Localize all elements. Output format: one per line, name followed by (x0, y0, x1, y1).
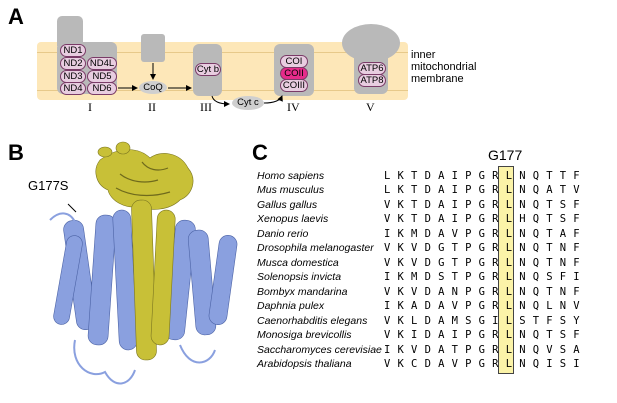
sequence-row: VKTDAIPGRLHQTSF (384, 213, 587, 225)
label-complex-i: I (88, 100, 92, 114)
species-name: Danio rerio (257, 228, 309, 240)
membrane-label: inner mitochondrial membrane (411, 49, 477, 85)
sequence-row: IKVDATPGRLNQVSA (384, 344, 587, 356)
species-name: Saccharomyces cerevisiae (257, 344, 382, 356)
sequence-row: VKTDAIPGRLNQTSF (384, 199, 587, 211)
yellow-domain (95, 141, 194, 210)
panel-c-label: C (252, 140, 268, 165)
sequence-row: VKIDAIPGRLNQTSF (384, 329, 587, 341)
species-name: Drosophila melanogaster (257, 242, 374, 254)
sequence-row: VKVDGTPGRLNQTNF (384, 257, 587, 269)
cytc-ellipse: Cyt c (232, 96, 264, 110)
species-name: Daphnia pulex (257, 300, 325, 312)
panel-a-respiratory-chain: ND1 ND2 ND4L ND3 ND5 ND4 ND6 CoQ Cyt b C… (0, 0, 617, 130)
subunit-cytb: Cyt b (195, 63, 221, 76)
panel-b-structure: G177S (28, 140, 250, 398)
electron-flow-arrows (118, 63, 283, 107)
g177-title: G177 (488, 147, 523, 163)
label-complex-iv: IV (287, 100, 300, 114)
label-complex-v: V (366, 100, 375, 114)
label-complex-iii: III (200, 100, 212, 114)
loops (49, 212, 216, 385)
subunit-nd1: ND1 (60, 44, 86, 57)
sequence-row: IKMDSTPGRLNQSFI (384, 271, 587, 283)
species-name: Bombyx mandarina (257, 286, 348, 298)
complex-ii (141, 34, 165, 62)
yellow-helices (131, 199, 176, 361)
coq-ellipse: CoQ (139, 81, 167, 94)
subunit-nd4l: ND4L (87, 57, 117, 70)
subunit-nd2: ND2 (60, 57, 86, 70)
species-name: Xenopus laevis (257, 213, 329, 225)
sequence-row: IKMDAVPGRLNQTAF (384, 228, 587, 240)
species-name: Gallus gallus (257, 199, 318, 211)
membrane-line-top (37, 52, 408, 53)
species-name: Homo sapiens (257, 170, 325, 182)
sequence-row: VKLDAMSGILSTFSY (384, 315, 587, 327)
subunit-atp8: ATP8 (358, 74, 386, 87)
species-name: Caenorhabditis elegans (257, 315, 368, 327)
g177s-pointer (67, 203, 77, 213)
species-name: Solenopsis invicta (257, 271, 342, 283)
sequence-row: LKTDAIPGRLNQTTF (384, 170, 587, 182)
sequence-row: IKADAVPGRLNQLNV (384, 300, 587, 312)
sequence-row: LKTDAIPGRLNQATV (384, 184, 587, 196)
blue-helices (53, 209, 238, 351)
complex-i-arm (57, 16, 83, 46)
panel-b-label: B (8, 140, 24, 165)
species-name: Arabidopsis thaliana (257, 358, 352, 370)
sequence-row: VKVDGTPGRLNQTNF (384, 242, 587, 254)
species-name: Musca domestica (257, 257, 339, 269)
panel-a-label: A (8, 4, 24, 29)
subunit-coiii: COIII (280, 79, 308, 92)
sequence-row: VKVDANPGRLNQTNF (384, 286, 587, 298)
species-name: Mus musculus (257, 184, 325, 196)
species-name: Monosiga brevicollis (257, 329, 352, 341)
subunit-nd6: ND6 (87, 82, 117, 95)
label-complex-ii: II (148, 100, 156, 114)
g177-highlight-column (498, 166, 514, 374)
protein-structure-illustration (49, 141, 238, 385)
membrane-line-bottom (37, 90, 408, 91)
sequence-row: VKCDAVPGRLNQISI (384, 358, 587, 370)
subunit-nd4: ND4 (60, 82, 86, 95)
g177s-label: G177S (28, 178, 69, 193)
